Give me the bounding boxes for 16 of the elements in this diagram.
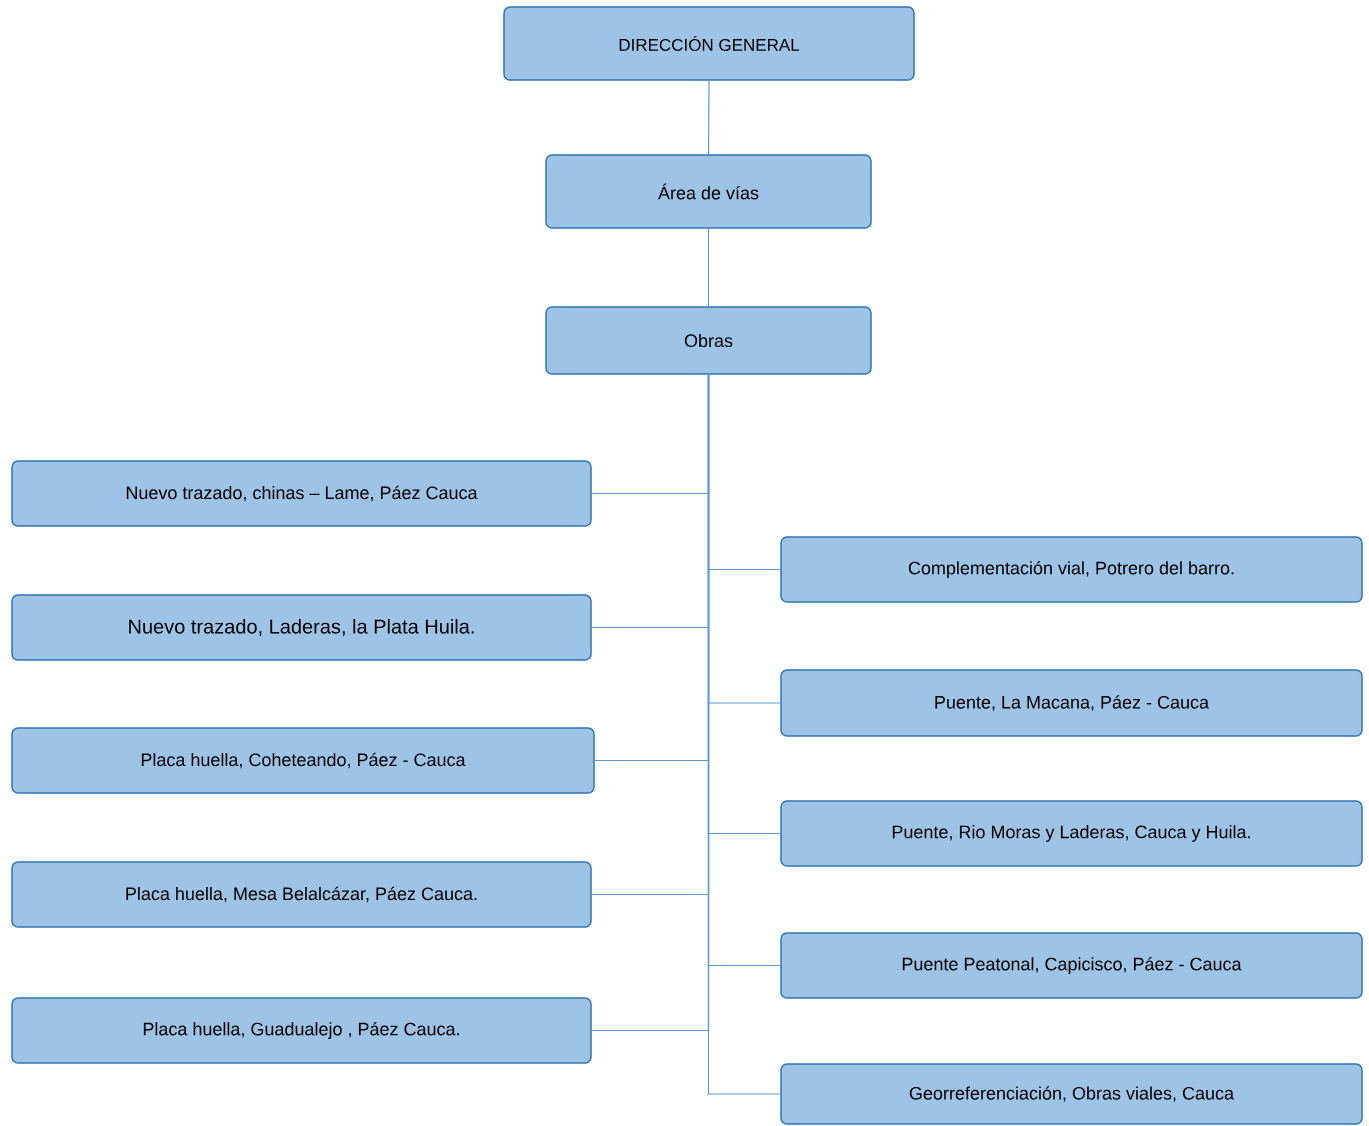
org-box: DIRECCIÓN GENERAL <box>503 6 915 81</box>
org-box: Puente Peatonal, Capicisco, Páez - Cauca <box>780 932 1363 999</box>
org-box: Placa huella, Mesa Belalcázar, Páez Cauca. <box>11 861 592 928</box>
connector-line <box>707 374 781 1095</box>
connector-line <box>707 228 710 307</box>
org-box: Placa huella, Coheteando, Páez - Cauca <box>11 727 595 794</box>
org-box: Puente, Rio Moras y Laderas, Cauca y Huila. <box>780 800 1363 867</box>
org-box: Complementación vial, Potrero del barro. <box>780 536 1363 603</box>
org-box: Puente, La Macana, Páez - Cauca <box>780 669 1363 737</box>
org-box: Área de vías <box>545 154 872 229</box>
org-box: Nuevo trazado, Laderas, la Plata Huila. <box>11 594 592 661</box>
org-box: Placa huella, Guadualejo , Páez Cauca. <box>11 997 592 1064</box>
org-box: Obras <box>545 306 872 375</box>
connector-line <box>707 80 710 155</box>
org-box: Georreferenciación, Obras viales, Cauca <box>780 1063 1363 1125</box>
org-box: Nuevo trazado, chinas – Lame, Páez Cauca <box>11 460 592 527</box>
